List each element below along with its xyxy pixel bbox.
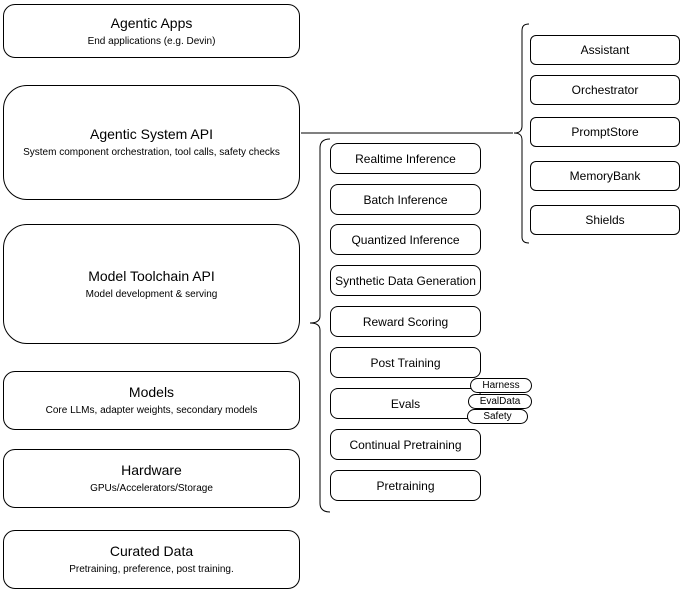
- box-label: Quantized Inference: [351, 232, 460, 247]
- box-label: Realtime Inference: [355, 151, 456, 166]
- box-label: Evals: [390, 396, 421, 411]
- box-label: Shields: [585, 213, 625, 227]
- box-models: Models Core LLMs, adapter weights, secon…: [3, 371, 300, 430]
- box-title: Agentic System API: [90, 126, 213, 142]
- components-brace: [513, 23, 530, 244]
- box-quantized-inference: Quantized Inference: [330, 224, 481, 255]
- box-subtitle: System component orchestration, tool cal…: [23, 147, 280, 158]
- box-post-training: Post Training: [330, 347, 481, 378]
- box-curated-data: Curated Data Pretraining, preference, po…: [3, 530, 300, 589]
- box-title: Agentic Apps: [110, 14, 193, 31]
- box-label: Pretraining: [376, 478, 435, 493]
- box-title: Curated Data: [109, 543, 194, 559]
- box-label: Synthetic Data Generation: [335, 273, 476, 288]
- box-subtitle: End applications (e.g. Devin): [87, 35, 216, 47]
- pill-label: EvalData: [479, 396, 521, 407]
- box-promptstore: PromptStore: [530, 117, 680, 147]
- pill-label: Harness: [482, 380, 520, 391]
- box-label: Orchestrator: [571, 83, 639, 97]
- box-subtitle: Core LLMs, adapter weights, secondary mo…: [45, 405, 258, 416]
- box-title: Model Toolchain API: [88, 267, 215, 284]
- box-memorybank: MemoryBank: [530, 161, 680, 191]
- box-label: Assistant: [580, 43, 630, 57]
- box-title: Hardware: [121, 462, 182, 478]
- box-label: Post Training: [370, 355, 441, 370]
- pill-safety: Safety: [467, 409, 528, 424]
- box-subtitle: Pretraining, preference, post training.: [69, 564, 234, 575]
- box-label: PromptStore: [571, 125, 639, 139]
- box-realtime-inference: Realtime Inference: [330, 143, 481, 174]
- pill-evaldata: EvalData: [468, 394, 532, 409]
- box-label: Continual Pretraining: [349, 437, 462, 452]
- box-pretraining: Pretraining: [330, 470, 481, 501]
- box-shields: Shields: [530, 205, 680, 235]
- box-reward-scoring: Reward Scoring: [330, 306, 481, 337]
- pill-harness: Harness: [470, 378, 532, 393]
- box-model-toolchain-api: Model Toolchain API Model development & …: [3, 224, 300, 344]
- box-agentic-system-api: Agentic System API System component orch…: [3, 85, 300, 200]
- box-assistant: Assistant: [530, 35, 680, 65]
- box-title: Models: [128, 384, 175, 400]
- box-continual-pretraining: Continual Pretraining: [330, 429, 481, 460]
- box-evals: Evals: [330, 388, 481, 419]
- box-label: MemoryBank: [569, 169, 641, 183]
- box-agentic-apps: Agentic Apps End applications (e.g. Devi…: [3, 4, 300, 58]
- box-synthetic-data-generation: Synthetic Data Generation: [330, 265, 481, 296]
- box-subtitle: Model development & serving: [85, 288, 218, 300]
- box-label: Batch Inference: [363, 192, 448, 207]
- pill-label: Safety: [483, 411, 512, 422]
- box-hardware: Hardware GPUs/Accelerators/Storage: [3, 449, 300, 508]
- box-label: Reward Scoring: [362, 314, 449, 329]
- box-orchestrator: Orchestrator: [530, 75, 680, 105]
- box-subtitle: GPUs/Accelerators/Storage: [90, 483, 213, 494]
- box-batch-inference: Batch Inference: [330, 184, 481, 215]
- toolchain-brace: [309, 138, 331, 513]
